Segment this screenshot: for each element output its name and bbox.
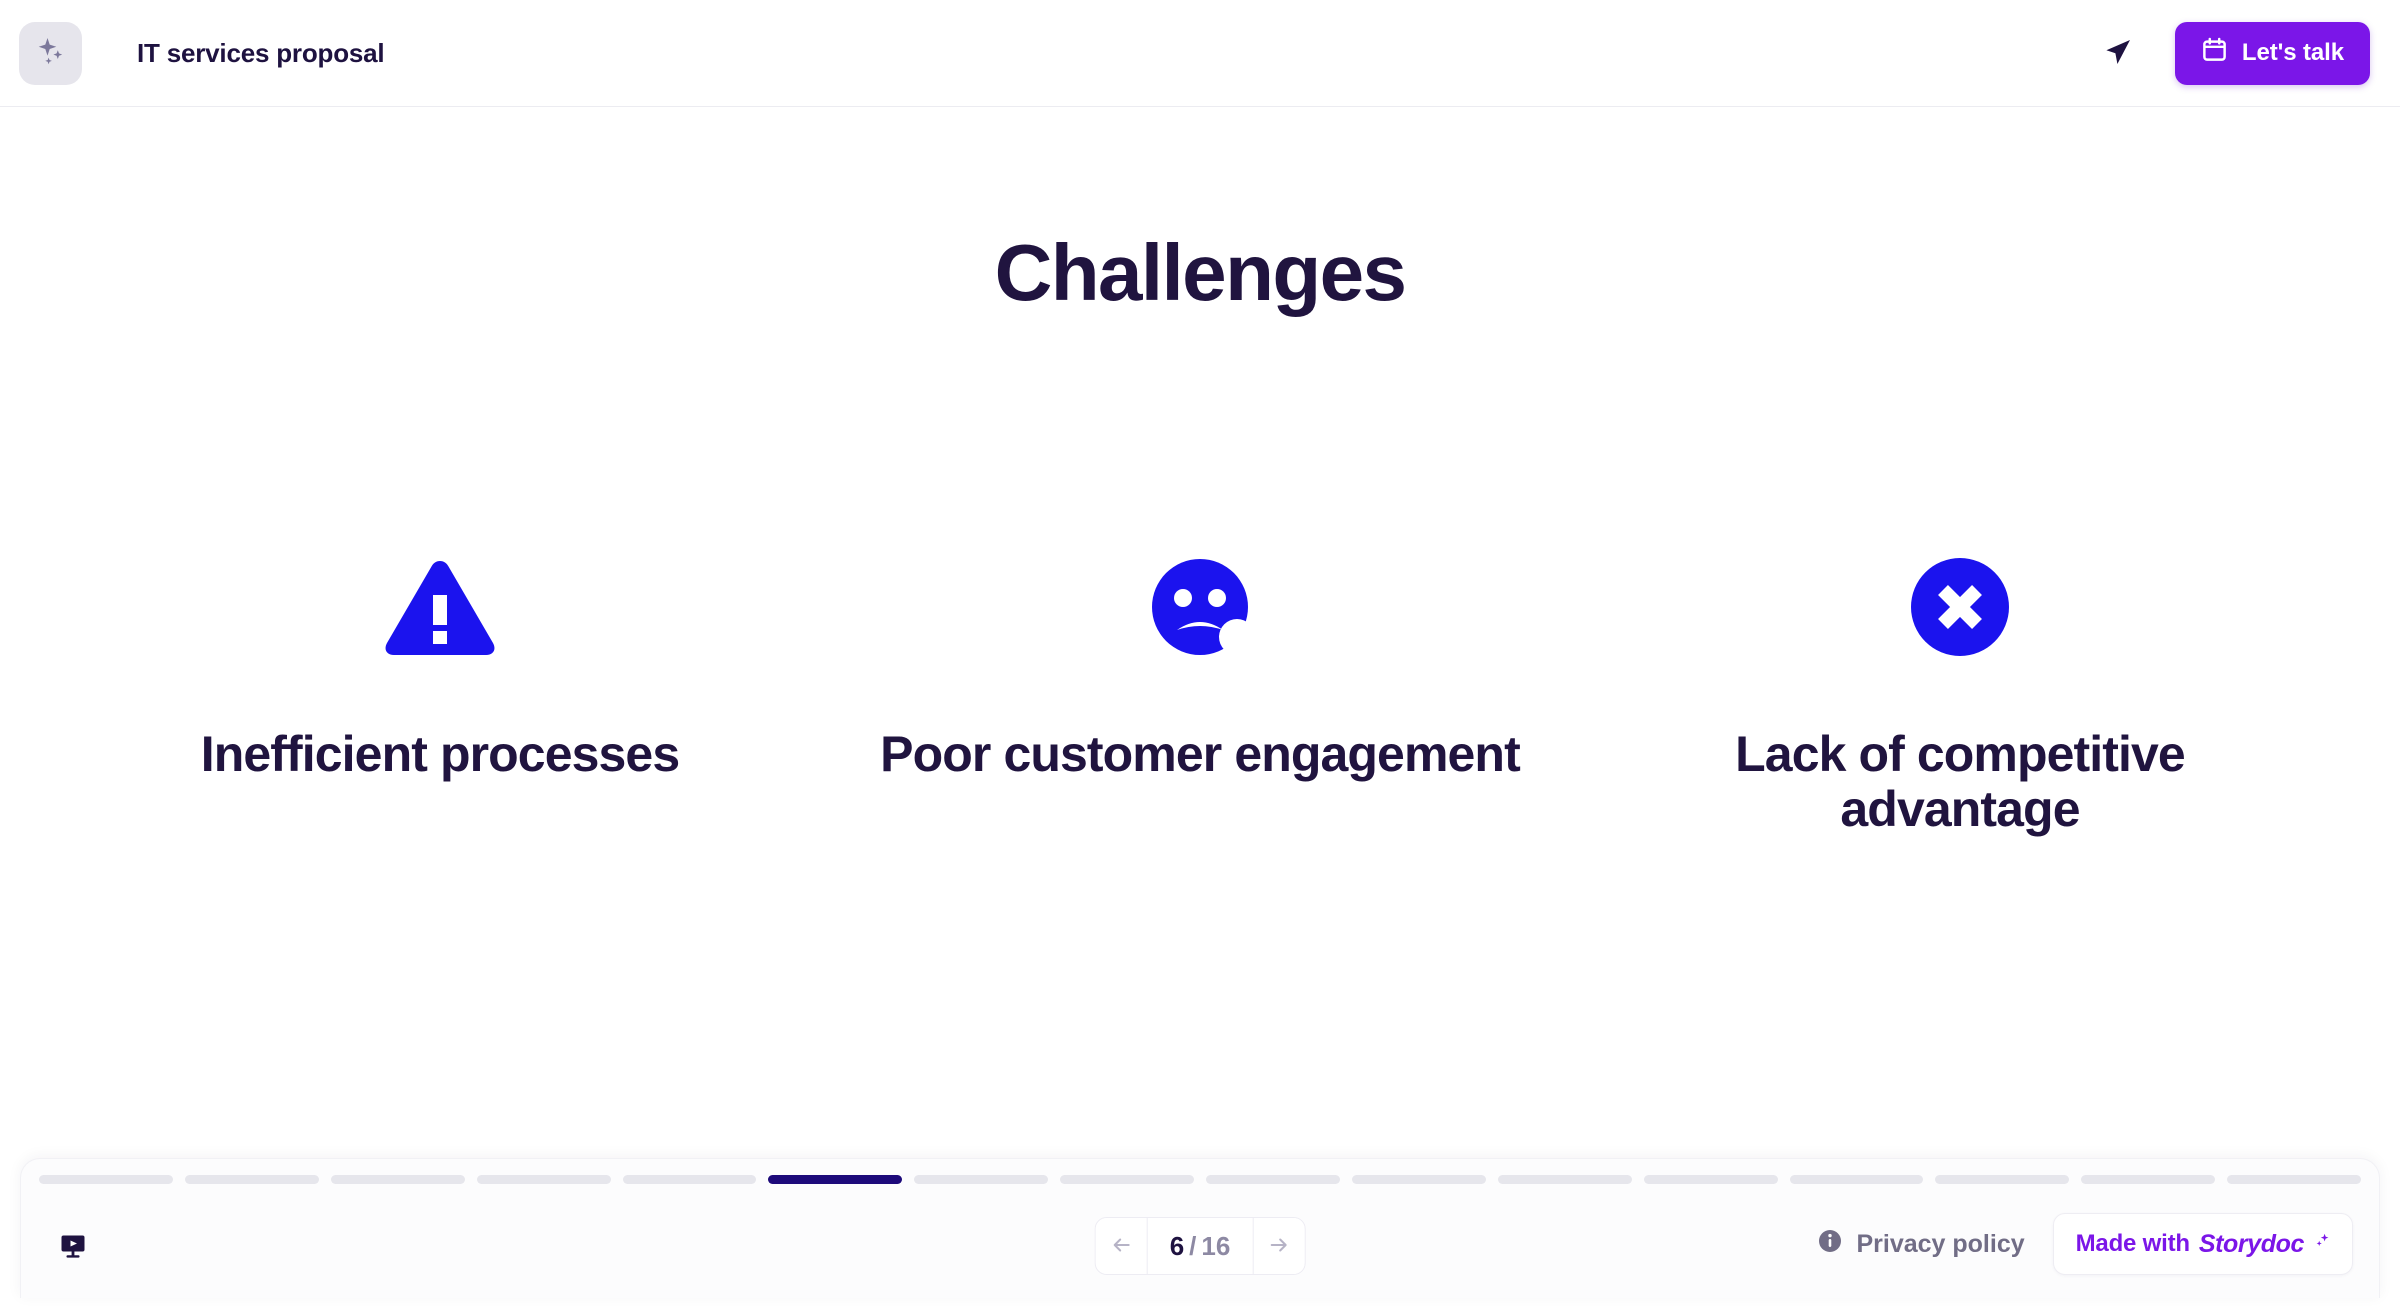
progress-segment-9[interactable] bbox=[1206, 1175, 1340, 1184]
sparkle-icon bbox=[2313, 1233, 2330, 1255]
storydoc-brand-label: Storydoc bbox=[2198, 1229, 2305, 1258]
current-slide-number: 6 bbox=[1169, 1230, 1185, 1261]
progress-segment-14[interactable] bbox=[1935, 1175, 2070, 1184]
card-icon bbox=[1144, 547, 1256, 671]
present-mode-button[interactable] bbox=[47, 1221, 99, 1273]
lets-talk-label: Let's talk bbox=[2241, 39, 2344, 66]
slide-pager: 6 / 16 bbox=[1094, 1217, 1306, 1275]
challenge-label: Inefficient processes bbox=[200, 726, 680, 782]
arrow-left-icon bbox=[1108, 1232, 1134, 1261]
slide-canvas: Challenges Inefficient processes bbox=[0, 107, 2400, 1155]
next-slide-button[interactable] bbox=[1252, 1218, 1305, 1274]
challenge-cards: Inefficient processes bbox=[60, 547, 2340, 837]
previous-slide-button[interactable] bbox=[1095, 1218, 1148, 1274]
progress-segment-8[interactable] bbox=[1060, 1175, 1194, 1184]
slide-counter: 6 / 16 bbox=[1148, 1218, 1253, 1274]
progress-segment-2[interactable] bbox=[184, 1175, 319, 1184]
share-button[interactable] bbox=[2095, 30, 2141, 76]
info-icon bbox=[1817, 1228, 1843, 1261]
challenge-label: Lack of competitive advantage bbox=[1735, 726, 2186, 837]
progress-segment-7[interactable] bbox=[914, 1175, 1049, 1184]
progress-segment-16[interactable] bbox=[2227, 1175, 2361, 1184]
slide-counter-separator: / bbox=[1189, 1230, 1197, 1261]
progress-segment-13[interactable] bbox=[1789, 1175, 1924, 1184]
made-with-storydoc-badge[interactable]: Made with Storydoc bbox=[2052, 1213, 2353, 1275]
total-slide-number: 16 bbox=[1201, 1230, 1231, 1261]
present-monitor-play-icon bbox=[58, 1231, 88, 1264]
progress-segment-10[interactable] bbox=[1351, 1175, 1486, 1184]
card-icon bbox=[1905, 547, 2015, 671]
privacy-policy-label: Privacy policy bbox=[1856, 1229, 2025, 1258]
bottom-bar-right: Privacy policy Made with Storydoc bbox=[1817, 1213, 2353, 1275]
bottom-navigation-bar: 6 / 16 bbox=[20, 1158, 2380, 1298]
progress-segment-15[interactable] bbox=[2081, 1175, 2216, 1184]
progress-segment-3[interactable] bbox=[330, 1175, 465, 1184]
sad-face-icon bbox=[1144, 551, 1256, 668]
progress-segment-5[interactable] bbox=[622, 1175, 757, 1184]
made-with-label: Made with bbox=[2075, 1230, 2190, 1257]
progress-segment-6[interactable] bbox=[768, 1175, 903, 1184]
challenge-label: Poor customer engagement bbox=[880, 726, 1521, 782]
slide-title: Challenges bbox=[994, 228, 1407, 317]
logo-tile[interactable] bbox=[19, 21, 82, 85]
progress-segment-1[interactable] bbox=[39, 1175, 173, 1184]
arrow-right-icon bbox=[1266, 1232, 1292, 1261]
warning-triangle-icon bbox=[378, 545, 502, 674]
app-header: IT services proposal bbox=[0, 0, 2400, 107]
challenge-card: Poor customer engagement bbox=[820, 547, 1580, 837]
progress-segment-4[interactable] bbox=[476, 1175, 611, 1184]
challenge-card: Lack of competitive advantage bbox=[1580, 547, 2340, 837]
x-circle-icon bbox=[1905, 552, 2015, 667]
sparkles-icon bbox=[34, 34, 68, 73]
card-icon bbox=[378, 547, 502, 671]
send-plane-icon bbox=[2103, 37, 2133, 70]
calendar-icon bbox=[2201, 36, 2228, 70]
header-actions: Let's talk bbox=[2095, 21, 2370, 85]
challenge-card: Inefficient processes bbox=[60, 547, 820, 837]
slide-progress-track[interactable] bbox=[39, 1175, 2361, 1184]
progress-segment-11[interactable] bbox=[1497, 1175, 1632, 1184]
document-title: IT services proposal bbox=[137, 37, 385, 68]
progress-segment-12[interactable] bbox=[1643, 1175, 1778, 1184]
lets-talk-button[interactable]: Let's talk bbox=[2174, 21, 2370, 85]
privacy-policy-link[interactable]: Privacy policy bbox=[1817, 1228, 2025, 1261]
